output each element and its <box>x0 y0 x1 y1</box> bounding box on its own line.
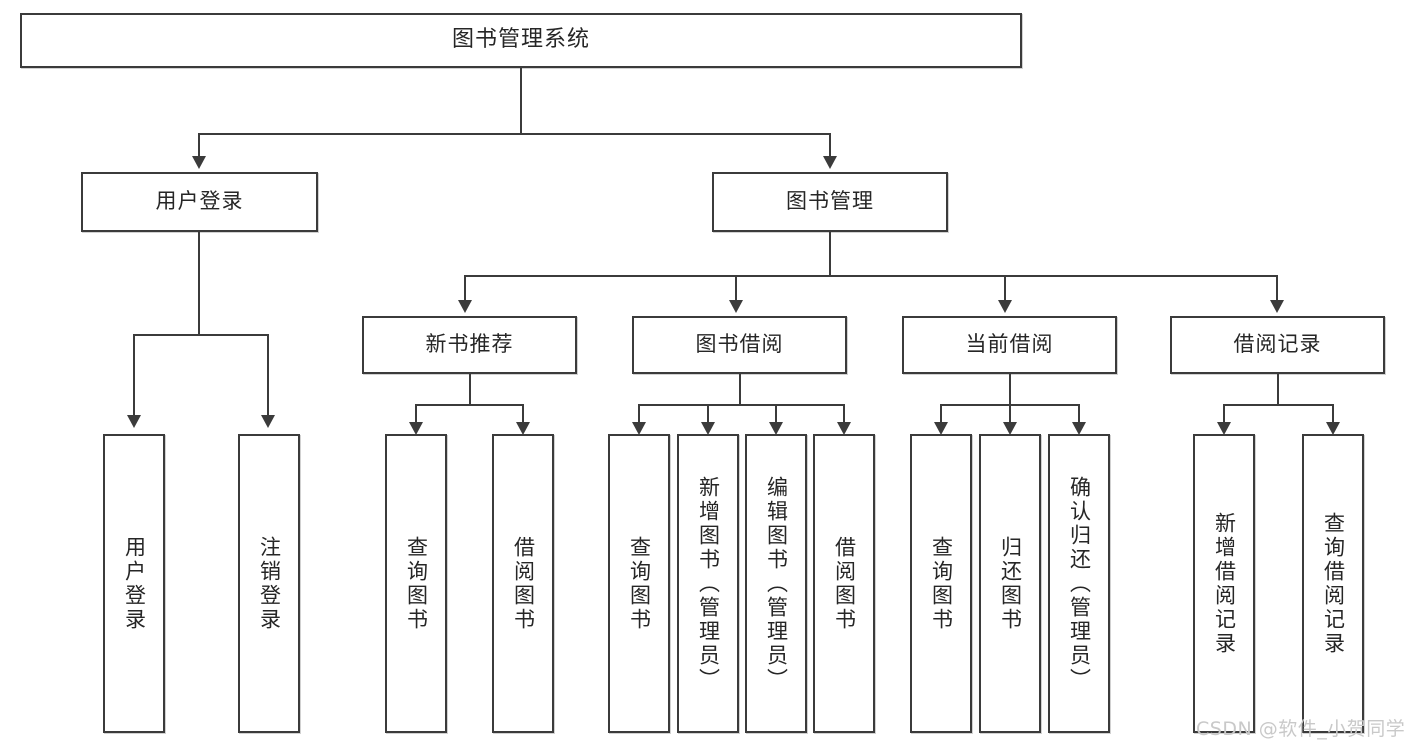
connector-bm-to-borrow-record <box>1276 275 1278 303</box>
connector-bb-to-leaf-2 <box>775 404 777 426</box>
connector-br-to-leaf-1 <box>1332 404 1334 426</box>
node-current-borrow[interactable]: 当前借阅 <box>902 316 1117 374</box>
node-label: 当前借阅 <box>965 332 1054 357</box>
connector-borrow-record-bus <box>1223 404 1333 406</box>
arrowhead-br-to-leaf-1 <box>1326 422 1340 435</box>
node-book-management[interactable]: 图书管理 <box>712 172 948 232</box>
arrowhead-bm-to-borrow-record <box>1270 300 1284 313</box>
leaf-label: 注销登录 <box>257 535 282 632</box>
arrowhead-user-login-to-leaf-0 <box>127 415 141 428</box>
leaf-label: 用户登录 <box>122 535 147 632</box>
connector-book-borrow-stem <box>739 374 741 406</box>
leaf-user-login-login[interactable]: 用户登录 <box>103 434 165 733</box>
leaf-book-borrow-query-book[interactable]: 查询图书 <box>608 434 670 733</box>
leaf-borrow-record-add-record[interactable]: 新增借阅记录 <box>1193 434 1255 733</box>
node-label: 借阅记录 <box>1233 332 1322 357</box>
arrowhead-bm-to-book-borrow <box>729 300 743 313</box>
arrowhead-root-to-user-login <box>192 156 206 169</box>
arrowhead-cb-to-leaf-1 <box>1003 422 1017 435</box>
node-root-book-management-system[interactable]: 图书管理系统 <box>20 13 1022 68</box>
arrowhead-user-login-to-leaf-1 <box>261 415 275 428</box>
arrowhead-bm-to-new-book-recommend <box>458 300 472 313</box>
arrowhead-bb-to-leaf-1 <box>701 422 715 435</box>
leaf-label: 新增借阅记录 <box>1212 511 1237 656</box>
arrowhead-bm-to-current-borrow <box>998 300 1012 313</box>
connector-book-management-bus <box>464 275 1278 277</box>
arrowhead-nbr-to-leaf-0 <box>409 422 423 435</box>
arrowhead-bb-to-leaf-0 <box>632 422 646 435</box>
node-new-book-recommend[interactable]: 新书推荐 <box>362 316 577 374</box>
connector-user-login-to-leaf-0 <box>133 334 135 418</box>
arrowhead-br-to-leaf-0 <box>1217 422 1231 435</box>
arrowhead-nbr-to-leaf-1 <box>516 422 530 435</box>
leaf-label: 查询图书 <box>627 535 652 632</box>
connector-root-to-book-management <box>829 133 831 159</box>
leaf-user-login-logout[interactable]: 注销登录 <box>238 434 300 733</box>
connector-bm-to-new-book-recommend <box>464 275 466 303</box>
connector-user-login-stem <box>198 232 200 336</box>
connector-new-book-recommend-stem <box>469 374 471 406</box>
connector-bb-to-leaf-0 <box>638 404 640 426</box>
leaf-current-borrow-return-book[interactable]: 归还图书 <box>979 434 1041 733</box>
connector-current-borrow-stem <box>1009 374 1011 406</box>
connector-root-stem <box>520 68 522 134</box>
arrowhead-bb-to-leaf-2 <box>769 422 783 435</box>
leaf-borrow-record-query-record[interactable]: 查询借阅记录 <box>1302 434 1364 733</box>
connector-root-to-user-login <box>198 133 200 159</box>
connector-user-login-to-leaf-1 <box>267 334 269 418</box>
arrowhead-cb-to-leaf-2 <box>1072 422 1086 435</box>
connector-user-login-bus <box>133 334 268 336</box>
connector-bm-to-current-borrow <box>1004 275 1006 303</box>
leaf-book-borrow-edit-book-admin[interactable]: 编辑图书（管理员） <box>745 434 807 733</box>
leaf-book-borrow-add-book-admin[interactable]: 新增图书（管理员） <box>677 434 739 733</box>
connector-bb-to-leaf-1 <box>707 404 709 426</box>
leaf-label: 新增图书（管理员） <box>696 475 721 692</box>
leaf-label: 查询图书 <box>404 535 429 632</box>
leaf-current-borrow-confirm-return-admin[interactable]: 确认归还（管理员） <box>1048 434 1110 733</box>
node-label: 图书管理系统 <box>451 27 590 53</box>
connector-bm-to-book-borrow <box>735 275 737 303</box>
connector-nbr-to-leaf-0 <box>415 404 417 426</box>
connector-book-borrow-bus <box>638 404 843 406</box>
node-book-borrow[interactable]: 图书借阅 <box>632 316 847 374</box>
connector-borrow-record-stem <box>1277 374 1279 406</box>
leaf-new-book-recommend-borrow-book[interactable]: 借阅图书 <box>492 434 554 733</box>
leaf-label: 借阅图书 <box>832 535 857 632</box>
connector-root-bus <box>198 133 831 135</box>
leaf-new-book-recommend-query-book[interactable]: 查询图书 <box>385 434 447 733</box>
arrowhead-bb-to-leaf-3 <box>837 422 851 435</box>
node-label: 用户登录 <box>155 189 244 214</box>
connector-book-management-stem <box>829 232 831 277</box>
connector-cb-to-leaf-1 <box>1009 404 1011 426</box>
leaf-label: 借阅图书 <box>511 535 536 632</box>
connector-new-book-recommend-bus <box>415 404 523 406</box>
leaf-label: 确认归还（管理员） <box>1067 475 1092 692</box>
node-user-login[interactable]: 用户登录 <box>81 172 318 232</box>
node-label: 图书借阅 <box>695 332 784 357</box>
connector-nbr-to-leaf-1 <box>522 404 524 426</box>
leaf-label: 查询借阅记录 <box>1321 511 1346 656</box>
leaf-label: 归还图书 <box>998 535 1023 632</box>
arrowhead-root-to-book-management <box>823 156 837 169</box>
arrowhead-cb-to-leaf-0 <box>934 422 948 435</box>
leaf-label: 查询图书 <box>929 535 954 632</box>
node-label: 图书管理 <box>786 189 874 214</box>
leaf-label: 编辑图书（管理员） <box>764 475 789 692</box>
connector-cb-to-leaf-2 <box>1078 404 1080 426</box>
connector-cb-to-leaf-0 <box>940 404 942 426</box>
leaf-book-borrow-borrow-book[interactable]: 借阅图书 <box>813 434 875 733</box>
node-label: 新书推荐 <box>425 332 514 357</box>
leaf-current-borrow-query-book[interactable]: 查询图书 <box>910 434 972 733</box>
connector-bb-to-leaf-3 <box>843 404 845 426</box>
node-borrow-record[interactable]: 借阅记录 <box>1170 316 1385 374</box>
connector-br-to-leaf-0 <box>1223 404 1225 426</box>
